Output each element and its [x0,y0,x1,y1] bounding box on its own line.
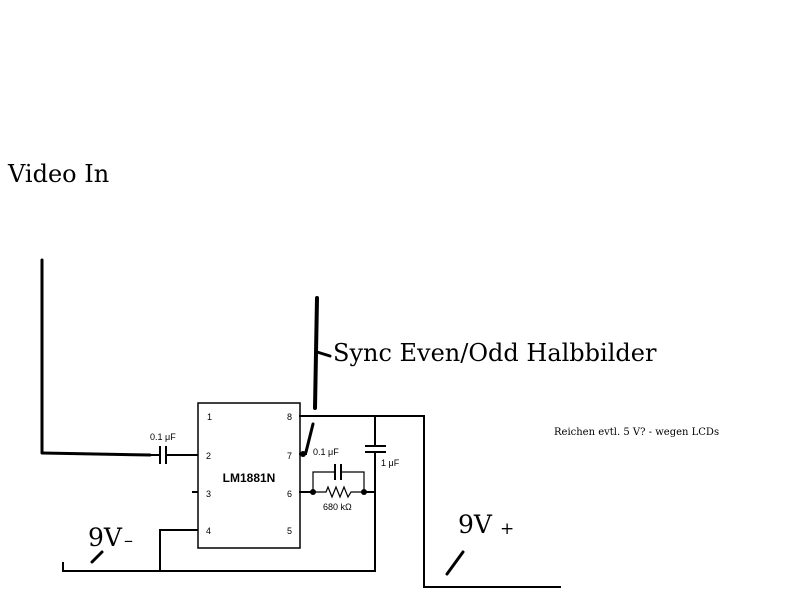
pin4-wire [159,529,198,572]
c1u-value: 1 μF [381,458,400,468]
rc-cap-lead-right [342,471,365,492]
pin-4-label: 4 [206,526,211,536]
pin-8-label: 8 [287,412,292,422]
v-minus-sign: – [124,530,133,551]
rc-resistor [313,485,364,499]
chip-name: LM1881N [223,471,276,485]
video-in-hwire [40,451,152,457]
rc-cap-lead-left [312,471,334,492]
v-minus-tick [90,550,104,564]
pin-7-label: 7 [287,451,292,461]
v-minus-label: 9V [88,523,123,552]
pin7-tap-stroke [304,422,315,454]
sync-label: Sync Even/Odd Halbbilder [333,339,657,367]
v-plus-label: 9V [458,510,493,539]
sync-pointer-stroke [315,350,332,358]
vcc-wire [423,415,561,588]
pin7-node [300,451,306,457]
resistor-value: 680 kΩ [323,502,352,512]
cin-value: 0.1 μF [150,432,176,442]
pin-2-label: 2 [206,451,211,461]
pin-5-label: 5 [287,526,292,536]
pin-1-label: 1 [207,412,212,422]
lm1881-chip-body [197,402,301,549]
pin-6-label: 6 [287,489,292,499]
c-pin7-value: 0.1 μF [313,447,339,457]
v-plus-sign: + [500,519,514,539]
video-in-label: Video In [7,160,109,188]
pin-3-label: 3 [206,489,211,499]
note-text: Reichen evtl. 5 V? - wegen LCDs [554,427,719,438]
v-plus-tick [445,550,465,576]
